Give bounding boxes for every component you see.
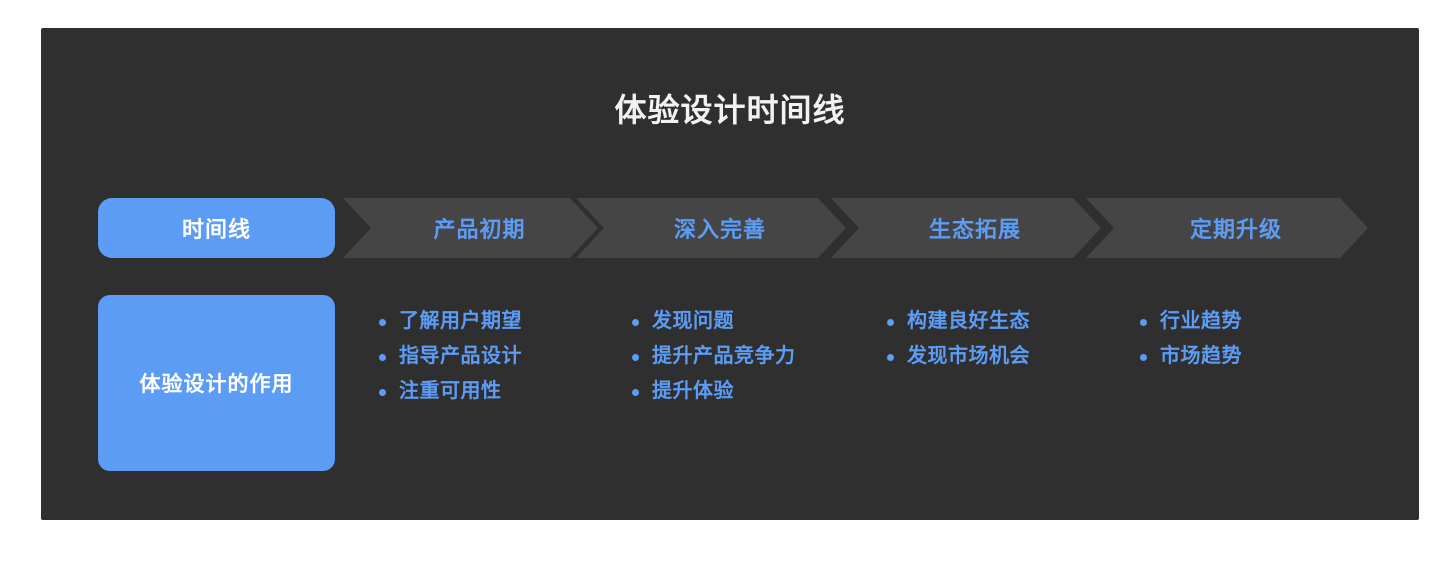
bullet-column-4: 行业趋势 市场趋势	[1132, 304, 1362, 374]
list-item: 了解用户期望	[371, 304, 601, 339]
list-item: 构建良好生态	[879, 304, 1124, 339]
list-item: 发现问题	[624, 304, 869, 339]
list-item: 提升体验	[624, 374, 869, 409]
list-item-label: 提升体验	[652, 380, 734, 402]
stage-chevron-4[interactable]: 定期升级	[1086, 198, 1368, 258]
list-item-label: 构建良好生态	[907, 310, 1030, 332]
bullet-column-2: 发现问题 提升产品竞争力 提升体验	[624, 304, 869, 409]
stage-chevron-2-label: 深入完善	[673, 217, 766, 242]
bullet-dot-icon	[887, 354, 894, 361]
list-item-label: 市场趋势	[1160, 345, 1242, 367]
bullet-dot-icon	[379, 354, 386, 361]
bullet-column-1: 了解用户期望 指导产品设计 注重可用性	[371, 304, 601, 409]
list-item: 注重可用性	[371, 374, 601, 409]
list-item-label: 注重可用性	[399, 380, 502, 402]
bullet-dot-icon	[1140, 319, 1147, 326]
stage-row: 时间线 产品初期 深入完善 生态拓展 定期升级	[41, 198, 1419, 258]
role-row-label-card[interactable]: 体验设计的作用	[98, 295, 335, 471]
role-row: 体验设计的作用 了解用户期望 指导产品设计 注重可用性 发现问题 提升产品竞争力…	[41, 295, 1419, 471]
bullet-column-3: 构建良好生态 发现市场机会	[879, 304, 1124, 374]
list-item: 行业趋势	[1132, 304, 1362, 339]
list-item: 市场趋势	[1132, 339, 1362, 374]
list-item: 指导产品设计	[371, 339, 601, 374]
bullet-dot-icon	[379, 389, 386, 396]
bullet-dot-icon	[379, 319, 386, 326]
stage-chevron-2[interactable]: 深入完善	[576, 198, 846, 258]
list-item: 提升产品竞争力	[624, 339, 869, 374]
stage-row-label-text: 时间线	[181, 217, 251, 242]
bullet-dot-icon	[887, 319, 894, 326]
list-item-label: 发现市场机会	[907, 345, 1030, 367]
list-item-label: 了解用户期望	[399, 310, 522, 332]
list-item-label: 发现问题	[652, 310, 734, 332]
stage-chevron-4-label: 定期升级	[1189, 217, 1282, 242]
stage-chevron-3-label: 生态拓展	[928, 217, 1021, 242]
bullet-dot-icon	[632, 319, 639, 326]
stage-chevron-3[interactable]: 生态拓展	[831, 198, 1101, 258]
bullet-dot-icon	[632, 354, 639, 361]
stage-chevron-1[interactable]: 产品初期	[343, 198, 598, 258]
stage-chevron-1-label: 产品初期	[433, 217, 526, 242]
timeline-panel: 体验设计时间线 时间线 产品初期 深入完善 生态拓展 定期升级 体验设计的作用	[41, 28, 1419, 520]
list-item: 发现市场机会	[879, 339, 1124, 374]
role-row-label-text: 体验设计的作用	[139, 373, 294, 396]
list-item-label: 指导产品设计	[399, 345, 522, 367]
list-item-label: 提升产品竞争力	[652, 345, 796, 367]
page-title: 体验设计时间线	[614, 92, 846, 128]
bullet-dot-icon	[1140, 354, 1147, 361]
list-item-label: 行业趋势	[1160, 310, 1242, 332]
stage-row-label-pill[interactable]: 时间线	[98, 198, 335, 258]
bullet-dot-icon	[632, 389, 639, 396]
